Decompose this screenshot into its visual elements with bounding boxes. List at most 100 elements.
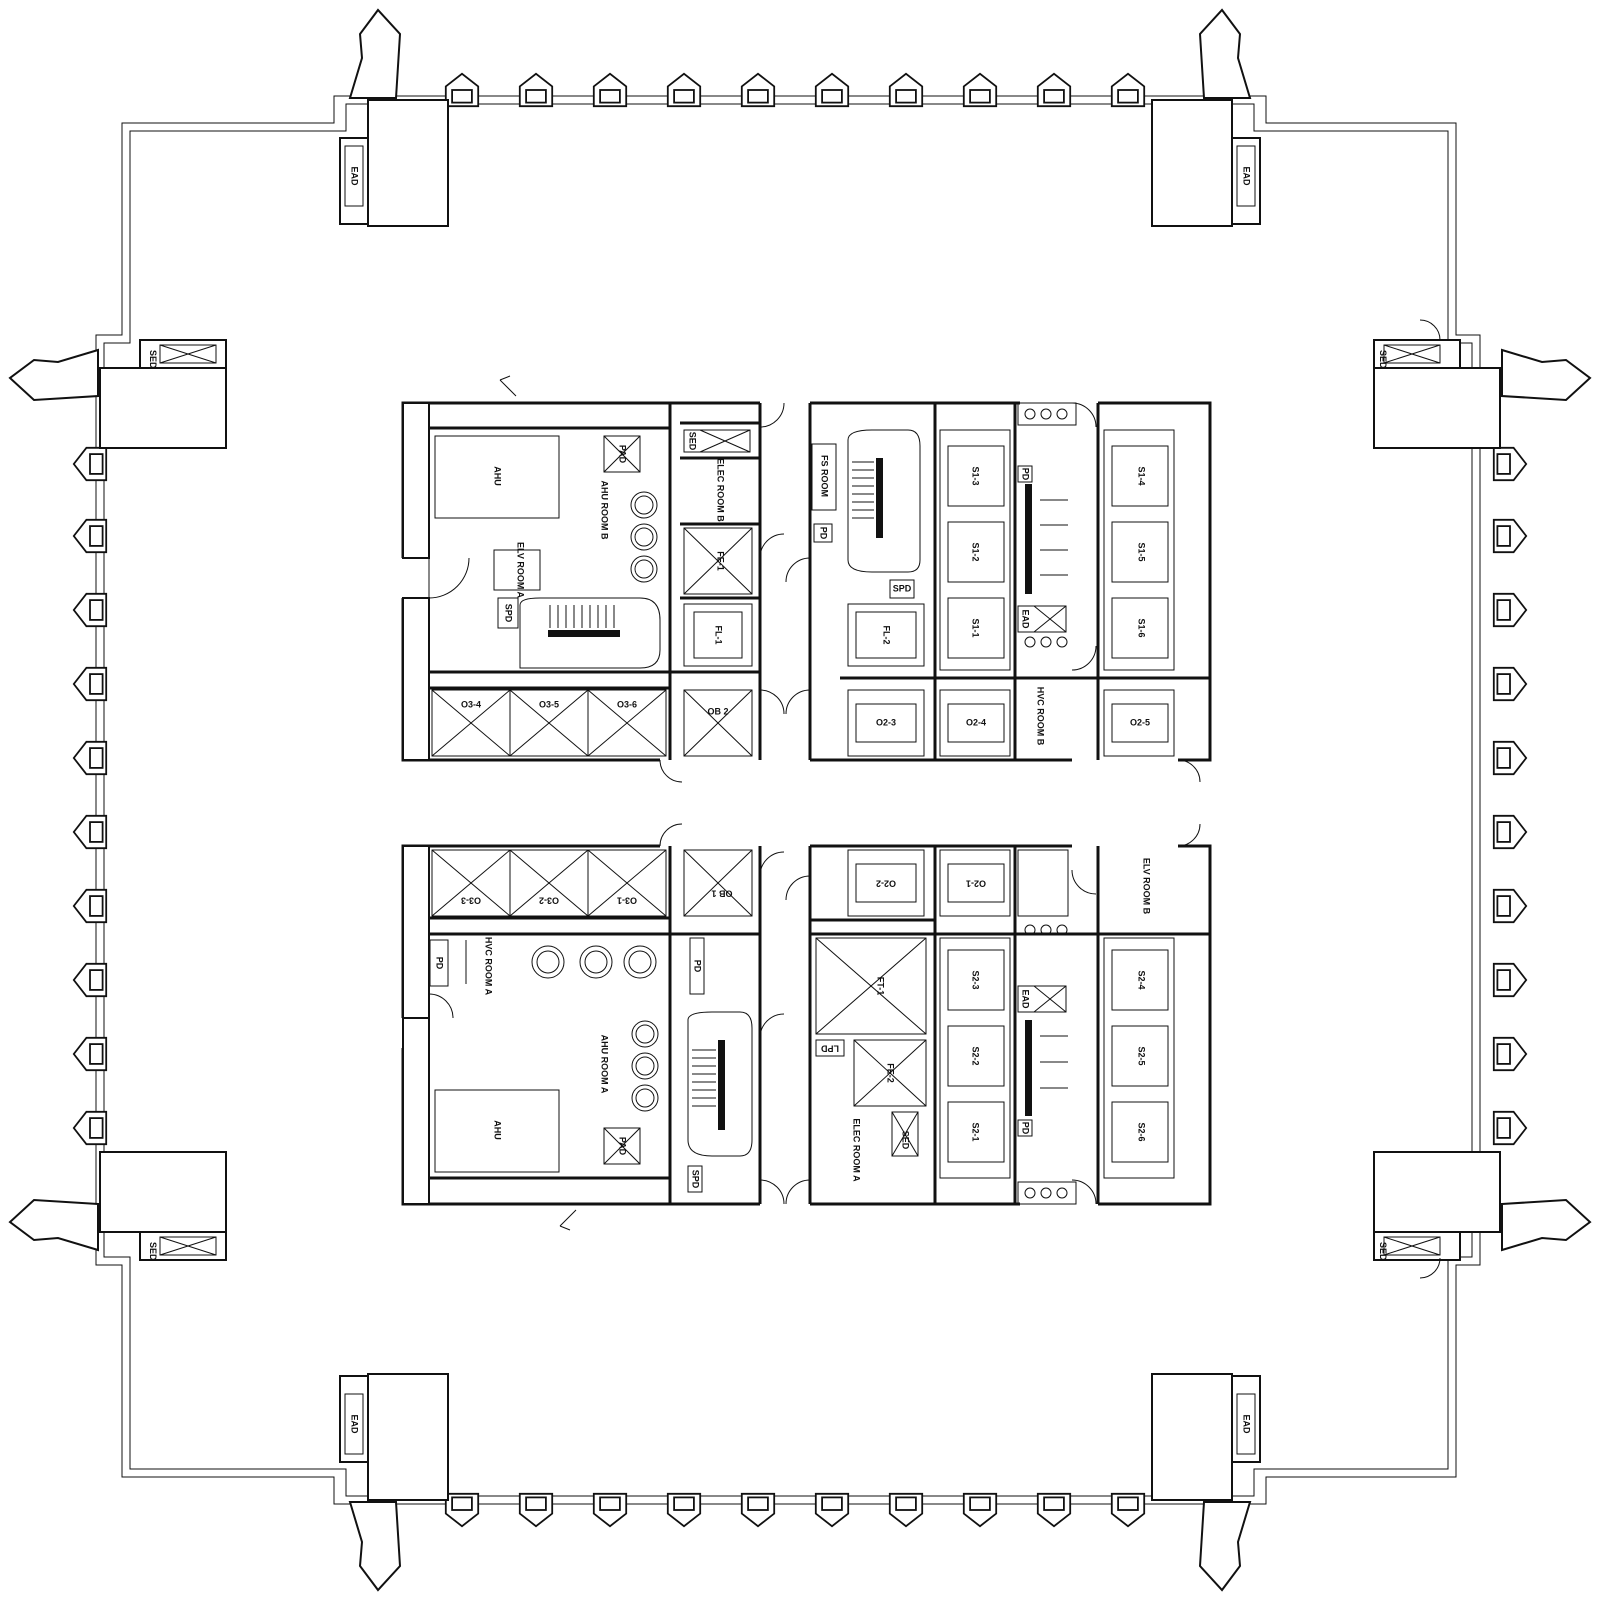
sed-label: SED bbox=[148, 1242, 158, 1261]
spd-label: SPD bbox=[691, 1170, 701, 1189]
stair-c: PD SPD bbox=[687, 937, 753, 1193]
ead-shaft-nw: EAD bbox=[339, 137, 369, 225]
sed-label: SED bbox=[1378, 1242, 1388, 1261]
sed-elec-b: SED ELEC ROOM B bbox=[683, 429, 751, 522]
ead-label: EAD bbox=[1242, 1414, 1252, 1434]
pd-label: PD bbox=[819, 527, 829, 540]
s1-3-label: S1-3 bbox=[971, 466, 981, 485]
o3-shafts-top: O3-4 O3-5 O3-6 bbox=[431, 689, 667, 757]
ead-shaft-se: EAD bbox=[1231, 1375, 1261, 1463]
sed-label: SED bbox=[901, 1131, 911, 1150]
pd-label: PD bbox=[1021, 1122, 1031, 1135]
ead-shaft-sw: EAD bbox=[339, 1375, 369, 1463]
ahu-room-a-label: AHU ROOM A bbox=[600, 1035, 610, 1094]
fe-2-shaft: FE-2 bbox=[853, 1039, 927, 1107]
sed-shaft-wn: SED bbox=[139, 339, 227, 369]
sed-label: SED bbox=[148, 350, 158, 369]
s1-5-label: S1-5 bbox=[1137, 542, 1147, 561]
ob-2-label: OB 2 bbox=[707, 706, 728, 716]
o2-5-label: O2-5 bbox=[1130, 717, 1150, 727]
fl-1-label: FL-1 bbox=[714, 626, 724, 645]
ead-label: EAD bbox=[350, 166, 360, 186]
door-swings bbox=[428, 319, 1441, 1279]
s2-2-label: S2-2 bbox=[971, 1046, 981, 1065]
restroom-s1: PD EAD bbox=[1017, 402, 1077, 648]
corner-spikes bbox=[8, 8, 1592, 1592]
left-fins bbox=[72, 446, 108, 1146]
s2-elevators-left: S2-3 S2-2 S2-1 bbox=[939, 937, 1011, 1179]
pad-label: PAD bbox=[618, 1137, 628, 1156]
hvc-room-a: PD HVC ROOM A bbox=[429, 937, 494, 996]
right-fins bbox=[1492, 446, 1528, 1146]
ead-label: EAD bbox=[1021, 989, 1031, 1009]
ead-label: EAD bbox=[1021, 609, 1031, 629]
ft-1-shaft: FT-1 LPD bbox=[815, 937, 927, 1057]
stair-b: SPD bbox=[847, 429, 921, 599]
elv-room-b-label: ELV ROOM B bbox=[1142, 858, 1152, 915]
fe-1-shaft: FE-1 bbox=[683, 527, 753, 595]
spd-label: SPD bbox=[504, 604, 514, 623]
restroom-s2: EAD PD bbox=[1017, 924, 1077, 1205]
o3-shafts-bottom: O3-3 O3-2 O3-1 bbox=[431, 849, 667, 917]
fe-2-label: FE-2 bbox=[886, 1063, 896, 1083]
elec-room-a-label: ELEC ROOM A bbox=[852, 1118, 862, 1182]
ead-shaft-ne: EAD bbox=[1231, 137, 1261, 225]
elec-room-a: ELEC ROOM A SED bbox=[852, 1111, 919, 1182]
ahu-room-b-label: AHU ROOM B bbox=[600, 481, 610, 540]
ahu-room-a: AHU ROOM A AHU PAD bbox=[434, 945, 659, 1173]
top-fins bbox=[444, 72, 1146, 108]
s1-elevators-right: S1-4 S1-5 S1-6 bbox=[1103, 429, 1175, 671]
fl-2-elevator: FL-2 bbox=[847, 603, 925, 667]
lpd-label: LPD bbox=[820, 1044, 839, 1054]
o2-2-label: O2-2 bbox=[876, 879, 896, 889]
o3-2-label: O3-2 bbox=[539, 896, 559, 906]
s1-elevators-left: S1-3 S1-2 S1-1 bbox=[939, 429, 1011, 671]
ob-2-shaft: OB 2 bbox=[683, 689, 753, 757]
s1-1-label: S1-1 bbox=[971, 618, 981, 637]
corner-columns bbox=[99, 99, 1501, 1501]
facade-outline bbox=[95, 95, 1481, 1505]
s2-1-label: S2-1 bbox=[971, 1122, 981, 1141]
hvc-room-a-label: HVC ROOM A bbox=[484, 937, 494, 996]
sed-shaft-en: SED bbox=[1373, 339, 1461, 369]
fs-room: FS ROOM PD bbox=[811, 443, 837, 543]
s1-2-label: S1-2 bbox=[971, 542, 981, 561]
o2-shafts-bottom: O2-2 O2-1 ELV ROOM B bbox=[847, 849, 1152, 917]
s1-4-label: S1-4 bbox=[1137, 466, 1147, 485]
o3-1-label: O3-1 bbox=[617, 896, 637, 906]
o2-shafts-top: O2-3 O2-4 HVC ROOM B O2-5 bbox=[847, 687, 1175, 757]
o2-1-label: O2-1 bbox=[966, 879, 986, 889]
ft-1-label: FT-1 bbox=[876, 977, 886, 996]
s2-elevators-right: S2-4 S2-5 S2-6 bbox=[1103, 937, 1175, 1179]
ahu-label: AHU bbox=[493, 1120, 503, 1140]
ahu-room-b: AHU PAD AHU ROOM B bbox=[434, 435, 658, 583]
pd-label: PD bbox=[1021, 468, 1031, 481]
s2-6-label: S2-6 bbox=[1137, 1122, 1147, 1141]
sed-label: SED bbox=[688, 432, 698, 451]
o2-3-label: O2-3 bbox=[876, 717, 896, 727]
core-inner-walls bbox=[402, 402, 1210, 1205]
ead-label: EAD bbox=[1242, 166, 1252, 186]
elec-room-b-label: ELEC ROOM B bbox=[716, 458, 726, 522]
sed-shaft-ws: SED bbox=[139, 1231, 227, 1261]
pd-label: PD bbox=[693, 960, 703, 973]
ahu-label: AHU bbox=[493, 466, 503, 486]
core-walls bbox=[401, 401, 1212, 1206]
fl-1-elevator: FL-1 bbox=[683, 603, 753, 667]
s1-6-label: S1-6 bbox=[1137, 618, 1147, 637]
s2-4-label: S2-4 bbox=[1137, 970, 1147, 989]
bottom-fins bbox=[444, 1492, 1146, 1528]
fs-room-label: FS ROOM bbox=[820, 455, 830, 497]
o3-6-label: O3-6 bbox=[617, 699, 637, 709]
ob-1-label: OB 1 bbox=[711, 889, 732, 899]
s2-5-label: S2-5 bbox=[1137, 1046, 1147, 1065]
stair-a bbox=[519, 597, 661, 669]
sed-shaft-es: SED bbox=[1373, 1231, 1461, 1261]
s2-3-label: S2-3 bbox=[971, 970, 981, 989]
o3-4-label: O3-4 bbox=[461, 699, 481, 709]
elv-room-a: ELV ROOM A SPD bbox=[493, 542, 541, 629]
ob-1-shaft: OB 1 bbox=[683, 849, 753, 917]
o3-3-label: O3-3 bbox=[461, 896, 481, 906]
elv-room-a-label: ELV ROOM A bbox=[516, 542, 526, 599]
